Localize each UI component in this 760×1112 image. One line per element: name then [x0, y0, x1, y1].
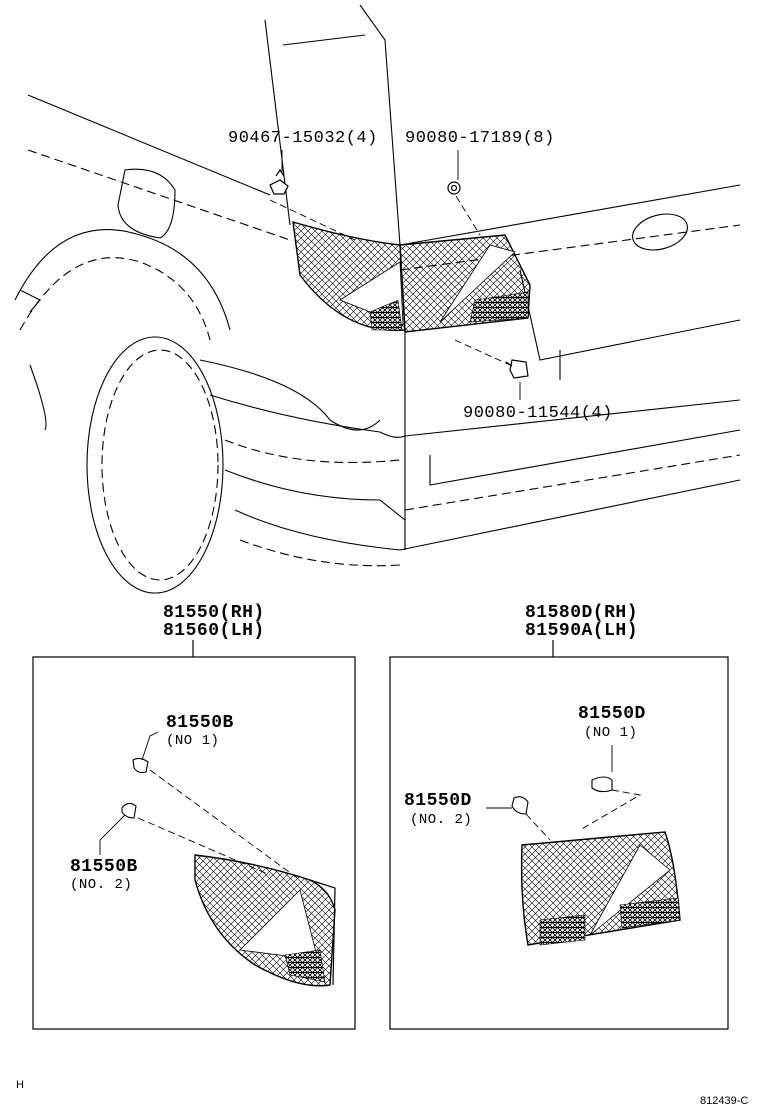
right-lamp-assembly — [520, 831, 681, 946]
callout-screw-top: 90080-17189(8) — [405, 129, 555, 148]
callout-bolt: 90080-11544(4) — [463, 404, 613, 423]
right-leaders — [486, 745, 642, 841]
left-leaders — [99, 731, 301, 881]
left-lamp-assembly — [194, 854, 336, 987]
footer-left-mark: H — [16, 1079, 24, 1091]
right-bulb2-part: 81550D — [404, 791, 472, 811]
figure-id: 812439-C — [700, 1095, 749, 1107]
callout-clip-top: 90467-15032(4) — [228, 129, 378, 148]
installed-lamp-outer — [292, 221, 406, 332]
right-bulbs — [511, 776, 613, 815]
right-bulb1-part: 81550D — [578, 704, 646, 724]
left-bulb1-note: (NO 1) — [166, 733, 220, 749]
right-box-title-lh: 81590A(LH) — [525, 621, 639, 641]
fasteners-upper — [269, 168, 529, 379]
left-bulb2-part: 81550B — [70, 857, 138, 877]
left-bulbs — [121, 757, 149, 819]
left-box-title-lh: 81560(LH) — [163, 621, 265, 641]
installed-lamp-inner — [399, 234, 531, 333]
right-bulb2-note: (NO. 2) — [410, 812, 473, 828]
right-bulb1-note: (NO 1) — [584, 725, 638, 741]
detail-boxes — [32, 640, 729, 1030]
left-bulb1-part: 81550B — [166, 713, 234, 733]
right-box-title-rh: 81580D(RH) — [525, 603, 639, 623]
left-bulb2-note: (NO. 2) — [70, 877, 133, 893]
leader-lines-upper — [269, 150, 521, 400]
left-detail-box — [32, 656, 356, 1030]
right-detail-box — [389, 656, 729, 1030]
left-box-title-rh: 81550(RH) — [163, 603, 265, 623]
